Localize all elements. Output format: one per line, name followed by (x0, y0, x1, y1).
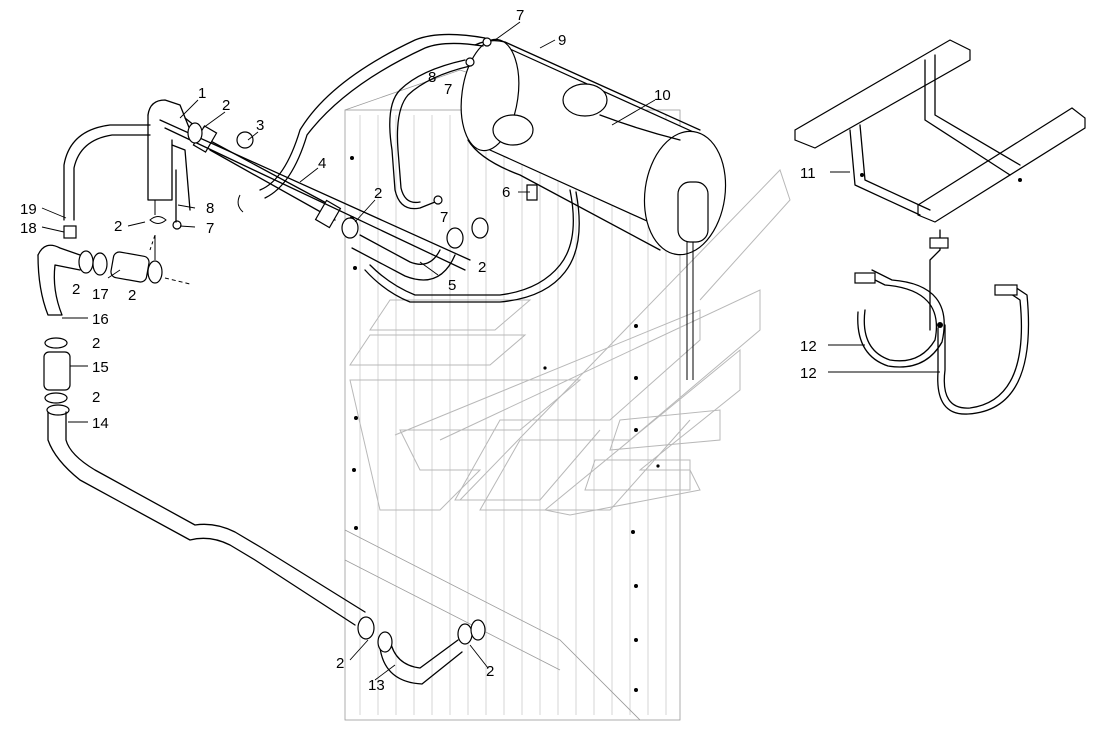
callout-2-top-a: 2 (222, 97, 230, 114)
vent-lines (172, 33, 580, 303)
callout-1-top: 1 (198, 85, 206, 102)
callout-12-b: 12 (800, 365, 817, 382)
callout-16: 16 (92, 311, 109, 328)
callout-13: 13 (368, 677, 385, 694)
upper-pipe-assembly (147, 99, 489, 281)
callout-5: 5 (448, 277, 456, 294)
callout-3: 3 (256, 117, 264, 134)
callout-2-lower-a: 2 (72, 281, 80, 298)
callout-2-lower-c: 2 (92, 335, 100, 352)
callout-17: 17 (92, 286, 109, 303)
callout-2-left: 2 (114, 218, 122, 235)
callout-7-top: 7 (516, 7, 524, 24)
callout-2-bottom-a: 2 (336, 655, 344, 672)
callout-labels: 1 2 3 4 2 5 6 7 8 7 9 10 7 2 11 12 12 19… (20, 7, 817, 694)
callout-18: 18 (20, 220, 37, 237)
callout-2-lower-b: 2 (128, 287, 136, 304)
callout-19: 19 (20, 201, 37, 218)
callout-2-lower-d: 2 (92, 389, 100, 406)
callout-8-left: 8 (206, 200, 214, 217)
callout-11: 11 (800, 165, 816, 182)
callout-10: 10 (654, 87, 671, 104)
callout-9: 9 (558, 32, 566, 49)
callout-7-left: 7 (206, 220, 214, 237)
watermark-logo (349, 169, 791, 516)
callout-14: 14 (92, 415, 109, 432)
callout-2-bottom-b: 2 (486, 663, 494, 680)
callout-2-mid-a: 2 (374, 185, 382, 202)
callout-4: 4 (318, 155, 326, 172)
callout-7-second: 7 (444, 81, 452, 98)
callout-2-mid-b: 2 (478, 259, 486, 276)
callout-6: 6 (502, 184, 510, 201)
leader-lines (41, 21, 940, 681)
return-hose (63, 124, 167, 260)
callout-12-a: 12 (800, 338, 817, 355)
callout-8-top: 8 (428, 69, 436, 86)
expansion-tank (460, 38, 727, 380)
radiator-background (344, 69, 701, 721)
bracket-assembly (794, 39, 1086, 415)
lower-pipe-assembly (37, 234, 486, 685)
callout-15: 15 (92, 359, 109, 376)
callout-7-mid: 7 (440, 209, 448, 226)
